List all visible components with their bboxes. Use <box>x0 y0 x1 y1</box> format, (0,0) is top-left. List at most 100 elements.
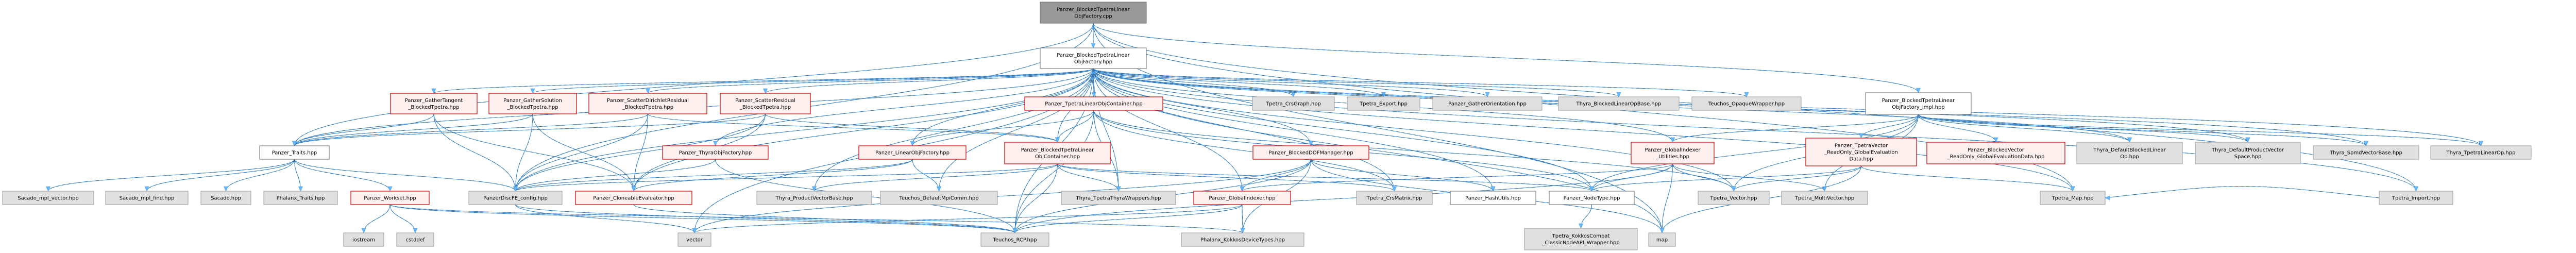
edge-dash-tloc-to-linof <box>912 110 1094 146</box>
arrowhead-icon <box>1916 88 1921 93</box>
edge-dash-traits-to-smplf <box>146 159 295 192</box>
arrowhead-icon <box>224 186 228 192</box>
graph-node-ttwrap[interactable]: Thyra_TpetraThyraWrappers.hpp <box>1061 191 1176 205</box>
edge-dash-tvro-to-nodetype <box>1591 165 1862 192</box>
graph-node-kdt[interactable]: Phalanx_KokkosDeviceTypes.hpp <box>1181 232 1304 247</box>
graph-node-impl[interactable]: Panzer_BlockedTpetraLinearObjFactory_imp… <box>1865 92 1972 115</box>
arrowhead-icon <box>692 228 697 233</box>
graph-node-nodetype[interactable]: Panzer_NodeType.hpp <box>1549 191 1635 205</box>
graph-node-tvec[interactable]: Tpetra_Vector.hpp <box>1698 191 1770 205</box>
edge-dash-giutil-to-tvec <box>1672 163 1734 192</box>
edge-dash-hpp-to-tvec <box>1093 68 1734 192</box>
edge-dash-workset-to-rcp <box>389 204 1015 233</box>
graph-node-kcompat[interactable]: Tpetra_KokkosCompat_ClassicNodeAPI_Wrapp… <box>1524 228 1638 250</box>
edge-dash-hpp-to-sdir <box>647 68 1094 94</box>
graph-node-map[interactable]: map <box>1648 232 1676 247</box>
graph-node-sdir[interactable]: Panzer_ScatterDirichletResidual_BlockedT… <box>588 93 707 114</box>
graph-node-sres[interactable]: Panzer_ScatterResidual_BlockedTpetra.hpp <box>720 93 811 114</box>
node-box <box>468 191 563 205</box>
graph-node-tmv[interactable]: Tpetra_MultiVector.hpp <box>1781 191 1868 205</box>
arrowhead-icon <box>1240 186 1245 192</box>
graph-node-vector[interactable]: vector <box>677 232 711 247</box>
node-label: Sacado_mpl_vector.hpp <box>18 196 78 201</box>
node-box <box>1450 191 1536 205</box>
arrowhead-icon <box>530 88 535 94</box>
edge-impl-to-tlop <box>1918 114 2482 146</box>
arrowhead-icon <box>1993 137 1998 143</box>
graph-node-hash[interactable]: Panzer_HashUtils.hpp <box>1450 191 1536 205</box>
node-label: _Utilities.hpp <box>1655 154 1689 160</box>
node-label: ObjContainer.hpp <box>1035 154 1080 160</box>
graph-node-pvb[interactable]: Thyra_ProductVectorBase.hpp <box>756 191 872 205</box>
node-label: Panzer_GatherTangent <box>405 98 463 104</box>
edge-dash-gsol-to-discfe <box>515 113 533 192</box>
graph-node-rcp[interactable]: Teuchos_RCP.hpp <box>980 232 1049 247</box>
edge-dash-hpp-to-pvb <box>814 68 1094 192</box>
edge-workset-to-iostream <box>363 204 391 233</box>
node-box <box>1252 145 1369 160</box>
graph-node-smplf[interactable]: Sacado_mpl_find.hpp <box>105 191 189 205</box>
arrowhead-icon <box>2364 141 2368 146</box>
edge-dash-cpp-to-traits <box>294 23 1094 146</box>
graph-node-giutil[interactable]: Panzer_GlobalIndexer_Utilities.hpp <box>1631 142 1715 164</box>
graph-node-mpicomm[interactable]: Teuchos_DefaultMpiComm.hpp <box>880 191 998 205</box>
edge-dash-discfe-to-vector <box>515 204 695 233</box>
graph-node-tlop[interactable]: Thyra_TpetraLinearOp.hpp <box>2430 145 2532 160</box>
edge-dash-impl-to-bvro <box>1918 114 1996 143</box>
node-label: PanzerDiscFE_config.hpp <box>483 196 548 201</box>
arrowhead-icon <box>298 186 303 192</box>
edge-dash-gtan-to-discfe <box>433 113 516 192</box>
graph-node-gsol[interactable]: Panzer_GatherSolution_BlockedTpetra.hpp <box>488 93 577 114</box>
node-box <box>488 93 577 114</box>
graph-node-cstddef[interactable]: cstddef <box>396 232 434 247</box>
node-label: Op.hpp <box>2120 154 2139 160</box>
graph-node-tvro[interactable]: Panzer_TpetraVector_ReadOnly_GlobalEvalu… <box>1805 138 1917 166</box>
graph-node-linof[interactable]: Panzer_LinearObjFactory.hpp <box>858 145 967 160</box>
graph-node-tmap[interactable]: Tpetra_Map.hpp <box>2040 191 2106 205</box>
graph-node-clone[interactable]: Panzer_CloneableEvaluator.hpp <box>575 191 692 205</box>
edge-linof-to-clone <box>633 159 913 192</box>
node-label: Thyra_SpmdVectorBase.hpp <box>2329 150 2402 156</box>
edge-dash-hpp-to-gtan <box>433 68 1094 94</box>
node-label: Panzer_GatherSolution <box>503 98 562 104</box>
graph-node-gorient[interactable]: Panzer_GatherOrientation.hpp <box>1432 96 1543 111</box>
graph-node-phtraits[interactable]: Phalanx_Traits.hpp <box>263 191 338 205</box>
graph-node-opaque[interactable]: Teuchos_OpaqueWrapper.hpp <box>1691 96 1802 111</box>
graph-node-traits[interactable]: Panzer_Traits.hpp <box>259 145 330 160</box>
node-label: Thyra_DefaultProductVector <box>2211 147 2284 153</box>
node-box <box>1698 191 1770 205</box>
graph-node-btloc[interactable]: Panzer_BlockedTpetraLinearObjContainer.h… <box>1004 142 1111 164</box>
graph-node-gtan[interactable]: Panzer_GatherTangent_BlockedTpetra.hpp <box>390 93 478 114</box>
graph-node-tloc[interactable]: Panzer_TpetraLinearObjContainer.hpp <box>1024 96 1163 111</box>
graph-node-sacado[interactable]: Sacado.hpp <box>200 191 251 205</box>
node-label: Tpetra_Export.hpp <box>1359 102 1408 107</box>
edge-dash-cpp-to-discfe <box>515 23 1094 192</box>
graph-node-smplv[interactable]: Sacado_mpl_vector.hpp <box>2 191 94 205</box>
graph-node-export[interactable]: Tpetra_Export.hpp <box>1347 96 1420 111</box>
graph-node-gidx[interactable]: Panzer_GlobalIndexer.hpp <box>1193 191 1291 205</box>
edge-impl-to-tvro <box>1860 114 1919 139</box>
node-box <box>2 191 94 205</box>
node-label: Panzer_ScatterDirichletResidual <box>607 98 689 104</box>
node-label: Tpetra_KokkosCompat <box>1552 233 1610 239</box>
graph-node-spmd[interactable]: Thyra_SpmdVectorBase.hpp <box>2313 145 2419 160</box>
arrowhead-icon <box>1291 92 1296 97</box>
graph-node-bvro[interactable]: Panzer_BlockedVector_ReadOnly_GlobalEval… <box>1926 142 2065 164</box>
edge-tvro-to-tvec <box>1733 165 1862 192</box>
graph-node-iostream[interactable]: iostream <box>343 232 384 247</box>
graph-node-bdof[interactable]: Panzer_BlockedDOFManager.hpp <box>1252 145 1369 160</box>
edge-impl-to-spmd <box>1918 114 2367 146</box>
graph-node-discfe[interactable]: PanzerDiscFE_config.hpp <box>468 191 563 205</box>
graph-node-thyraof[interactable]: Panzer_ThyraObjFactory.hpp <box>662 145 769 160</box>
graph-node-blop[interactable]: Thyra_BlockedLinearOpBase.hpp <box>1558 96 1680 111</box>
graph-node-crsgraph[interactable]: Tpetra_CrsGraph.hpp <box>1252 96 1335 111</box>
graph-node-workset[interactable]: Panzer_Workset.hpp <box>350 191 430 205</box>
graph-node-timport[interactable]: Tpetra_Import.hpp <box>2379 191 2453 205</box>
arrowhead-icon <box>1485 92 1490 97</box>
edge-dash-traits-to-discfe <box>294 159 516 192</box>
graph-node-crsmat[interactable]: Tpetra_CrsMatrix.hpp <box>1356 191 1433 205</box>
